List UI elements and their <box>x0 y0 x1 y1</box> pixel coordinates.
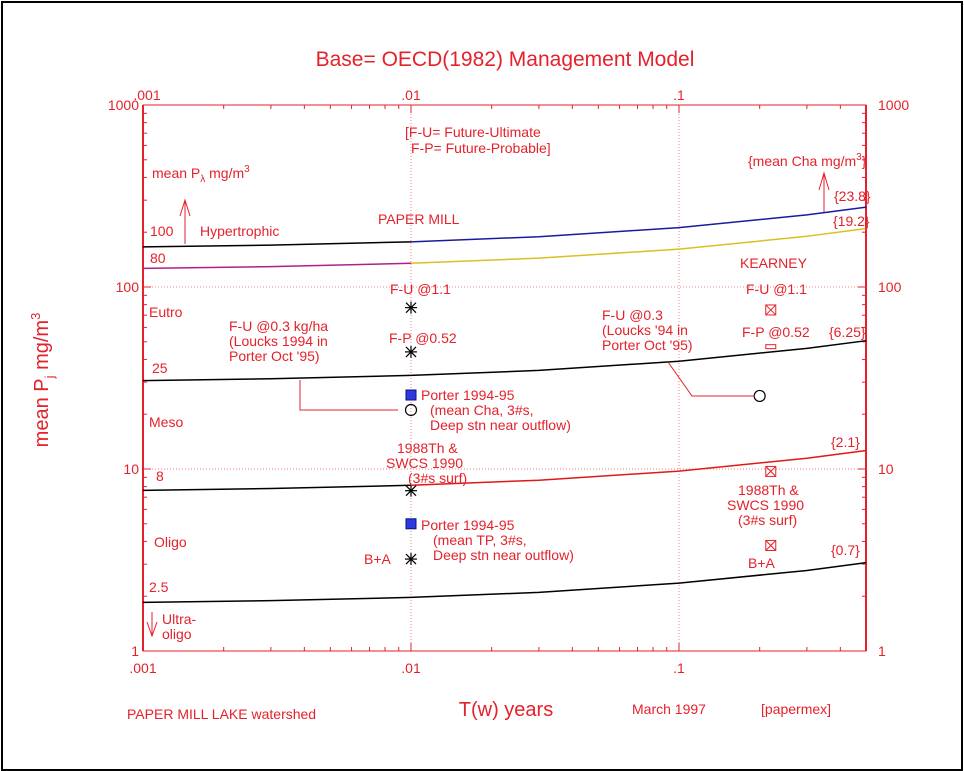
k-fu-0.3-3: Porter Oct '95) <box>602 337 693 353</box>
y-tick-label-right: 1 <box>878 643 886 659</box>
annotations: [F-U= Future-Ultimate F-P= Future-Probab… <box>149 124 871 642</box>
k-fu-1.1: F-U @1.1 <box>746 281 807 297</box>
label-80: 80 <box>150 250 166 266</box>
porter-cha-3: Deep stn near outflow) <box>430 417 571 433</box>
point-b-plus-a <box>405 553 417 566</box>
series-line-80-left <box>142 262 412 270</box>
cha-23.8: {23.8} <box>834 188 871 204</box>
x-tick-label-top: .01 <box>401 87 421 103</box>
porter-cha-1: Porter 1994-95 <box>421 387 515 403</box>
arrow-ultra-oligo <box>146 612 158 638</box>
cha-2.1: {2.1} <box>831 434 860 450</box>
y-axis-label: mean Pj mg/m3 <box>28 313 57 448</box>
k-fp-0.52: F-P @0.52 <box>742 324 810 340</box>
footer-date: March 1997 <box>632 701 706 717</box>
label-ultra: Ultra- <box>162 611 197 627</box>
pm-fu-0.3-3: Porter Oct '95) <box>229 348 320 364</box>
th-3: (3#s surf) <box>408 470 467 486</box>
label-eutro: Eutro <box>149 304 183 320</box>
leader-lines <box>146 171 830 638</box>
label-8: 8 <box>156 468 164 484</box>
mean-pl-label: mean Pλ mg/m3 <box>152 164 250 185</box>
point-porter-tp <box>405 518 417 530</box>
label-25: 25 <box>152 360 168 376</box>
pm-fu-0.3-2: (Loucks 1994 in <box>229 333 328 349</box>
point-paper-mill-fp-0.52 <box>405 345 417 358</box>
x-tick-label-top: .1 <box>673 87 685 103</box>
label-2.5: 2.5 <box>149 579 169 595</box>
k-ba: B+A <box>748 555 776 571</box>
y-tick-label-right: 1000 <box>878 97 909 113</box>
label-meso: Meso <box>149 414 183 430</box>
series-line-100-left <box>142 241 412 248</box>
point-kearney-b-plus-a <box>765 539 777 551</box>
label-oligo: Oligo <box>154 534 187 550</box>
point-kearney-fp-0.52 <box>765 344 777 350</box>
porter-tp-1: Porter 1994-95 <box>421 517 515 533</box>
label-oligo2: oligo <box>162 626 192 642</box>
series-line-8-left <box>142 484 412 492</box>
y-tick-label-left: 100 <box>116 279 140 295</box>
x-axis-label: T(w) years <box>459 699 553 721</box>
label-100: 100 <box>150 223 174 239</box>
arrow-hypertrophic <box>179 198 191 244</box>
x-tick-label-bottom: .001 <box>129 660 156 676</box>
cha-6.25: {6.25} <box>829 324 866 340</box>
series-line-25-left <box>142 374 412 382</box>
series-lines <box>142 206 867 604</box>
pm-fp-0.52: F-P @0.52 <box>389 330 457 346</box>
chart-title: Base= OECD(1982) Management Model <box>316 48 695 71</box>
k-th-1: 1988Th & <box>738 482 799 498</box>
series-line-100-right <box>410 206 867 243</box>
point-kearney-fu-1.1 <box>765 304 777 316</box>
point-kearney-1988th <box>765 465 777 477</box>
point-porter-cha <box>405 389 417 401</box>
y-tick-label-left: 1000 <box>108 97 139 113</box>
y-tick-label-left: 1 <box>131 643 139 659</box>
legend-fp: F-P= Future-Probable] <box>411 140 551 156</box>
leader-line-paper-mill <box>299 380 398 411</box>
porter-tp-3: Deep stn near outflow) <box>433 547 574 563</box>
label-kearney: KEARNEY <box>740 255 808 271</box>
x-tick-label-bottom: .1 <box>673 660 685 676</box>
pm-fu-1.1: F-U @1.1 <box>390 281 451 297</box>
th-2: SWCS 1990 <box>386 455 463 471</box>
data-points <box>404 301 777 566</box>
legend-fu: [F-U= Future-Ultimate <box>405 124 541 140</box>
label-paper-mill: PAPER MILL <box>378 211 460 227</box>
point-paper-mill-fu-1.1 <box>405 301 417 314</box>
label-hypertrophic: Hypertrophic <box>200 223 279 239</box>
point-1988th-swcs <box>405 484 417 497</box>
point-paper-mill-fu-0.3 <box>404 403 418 417</box>
k-th-2: SWCS 1990 <box>727 497 804 513</box>
cha-label: {mean Cha mg/m3} <box>748 152 867 169</box>
y-tick-label-left: 10 <box>123 461 139 477</box>
cha-0.7: {0.7} <box>831 542 860 558</box>
pm-fu-0.3-1: F-U @0.3 kg/ha <box>229 318 328 334</box>
k-fu-0.3-2: (Loucks '94 in <box>602 322 688 338</box>
y-tick-label-right: 100 <box>878 279 902 295</box>
leader-line-kearney <box>667 361 755 397</box>
pm-ba: B+A <box>364 551 392 567</box>
k-fu-0.3-1: F-U @0.3 <box>602 307 663 323</box>
cha-19.2: {19.2} <box>833 213 870 229</box>
footer-file: [papermex] <box>761 701 831 717</box>
porter-cha-2: (mean Cha, 3#s, <box>430 402 534 418</box>
y-tick-label-right: 10 <box>878 461 894 477</box>
porter-tp-2: (mean TP, 3#s, <box>433 532 527 548</box>
x-tick-label-bottom: .01 <box>401 660 421 676</box>
series-line-25-right <box>410 339 867 377</box>
x-tick-label-top: .001 <box>133 87 160 103</box>
k-th-3: (3#s surf) <box>738 512 797 528</box>
point-kearney-fu-0.3 <box>753 389 766 403</box>
series-line-2.5-right <box>410 561 867 599</box>
series-line-2.5-left <box>142 596 412 604</box>
footer-watershed: PAPER MILL LAKE watershed <box>127 706 316 722</box>
series-line-8-right <box>410 449 867 487</box>
series-line-80-right <box>410 227 867 265</box>
th-1: 1988Th & <box>397 440 458 456</box>
arrow-cha <box>818 171 830 212</box>
